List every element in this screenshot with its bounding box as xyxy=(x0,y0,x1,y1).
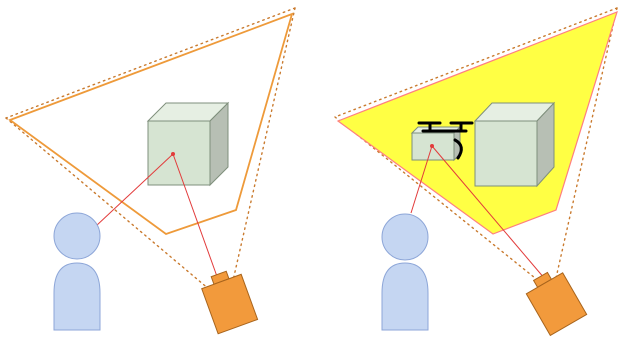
right-sight-camera xyxy=(431,145,546,280)
left-person-head xyxy=(53,212,101,260)
right-drone-rotors xyxy=(417,121,474,160)
left-target-point xyxy=(171,152,175,156)
right-frustum-edge-3 xyxy=(555,7,618,279)
right-panel xyxy=(334,7,618,337)
left-cube xyxy=(146,101,230,187)
right-camera-frustum xyxy=(334,7,618,283)
left-cube-front xyxy=(147,120,211,186)
left-frustum-edge-2 xyxy=(5,117,211,291)
left-camera-frustum xyxy=(5,7,296,291)
right-person xyxy=(381,213,429,331)
left-sight-lines xyxy=(95,153,220,283)
right-frustum-edge-1 xyxy=(334,7,618,118)
left-panel xyxy=(5,7,296,335)
right-target-point xyxy=(430,144,434,148)
left-camera-icon xyxy=(201,270,259,335)
left-sight-camera xyxy=(172,153,220,283)
right-camera-icon xyxy=(525,271,588,337)
right-frustum-edge-2 xyxy=(334,116,541,283)
right-person-head xyxy=(381,213,429,261)
left-person-body xyxy=(53,262,101,331)
right-cube xyxy=(473,101,556,188)
left-view-outline xyxy=(8,12,294,236)
right-sight-person xyxy=(410,145,433,214)
right-camera-body xyxy=(525,272,588,337)
left-sight-person xyxy=(95,153,174,227)
left-frustum-edge-3 xyxy=(231,7,296,286)
left-person xyxy=(53,212,101,331)
left-camera-body xyxy=(201,273,259,335)
right-cube-front xyxy=(474,120,538,187)
right-drone-leg xyxy=(453,138,463,160)
right-sight-lines xyxy=(410,145,546,280)
left-frustum-edge-1 xyxy=(5,7,296,119)
right-person-body xyxy=(381,262,429,331)
